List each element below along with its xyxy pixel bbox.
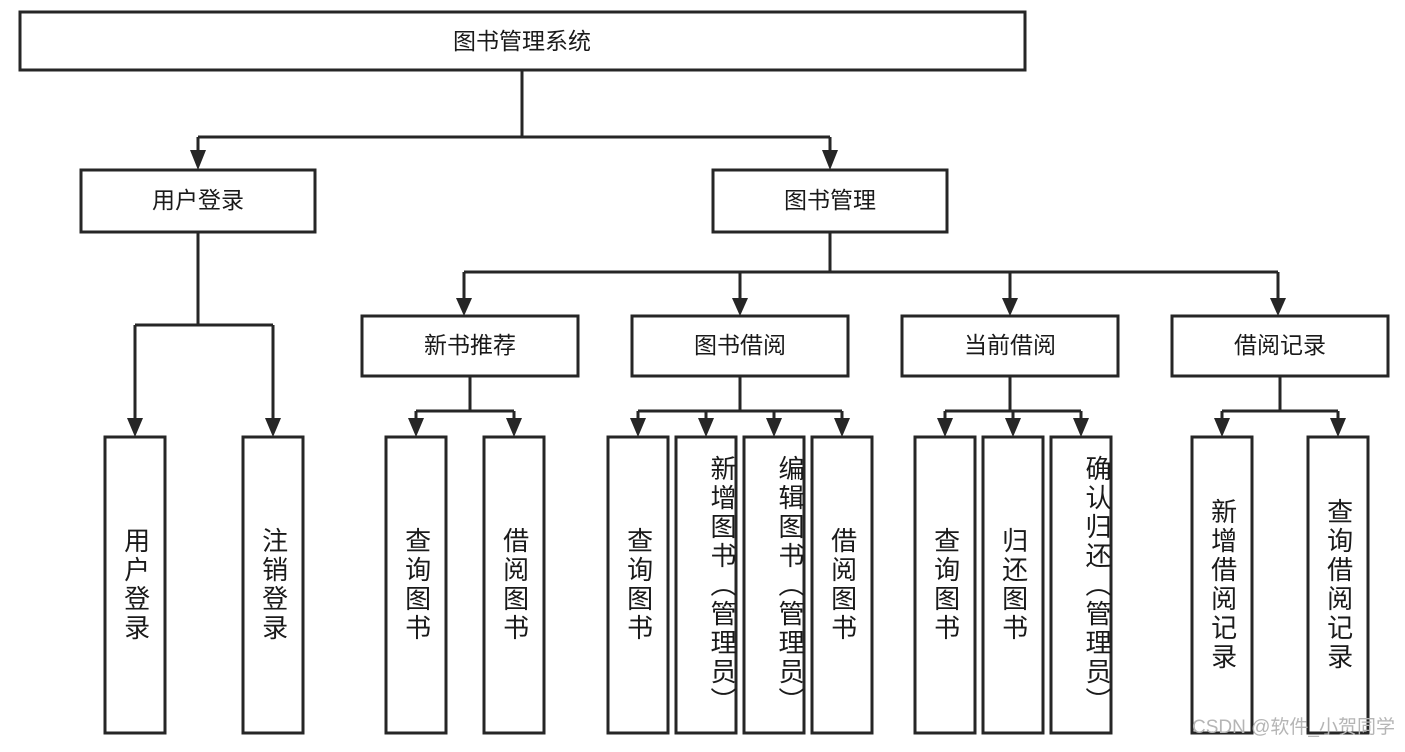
node-box-leaf-query-book-2[interactable] <box>606 435 670 735</box>
connector-group-user-login <box>127 232 281 437</box>
node-box-leaf-query-record[interactable] <box>1306 435 1370 735</box>
node-box-leaf-query-book-1[interactable] <box>384 435 448 735</box>
node-label-current-borrow: 当前借阅 <box>964 332 1056 358</box>
node-box-user-login[interactable] <box>79 168 317 234</box>
node-box-leaf-add-record[interactable] <box>1190 435 1254 735</box>
node-box-leaf-edit-book[interactable] <box>742 435 806 735</box>
arrow-head-leaf-query-book-1 <box>408 418 424 437</box>
arrow-head-leaf-logout <box>265 418 281 437</box>
arrow-head-book-borrow <box>732 298 748 316</box>
arrow-head-leaf-query-book-2 <box>630 418 646 437</box>
arrow-head-leaf-query-record <box>1330 418 1346 437</box>
node-box-leaf-borrow-book-2[interactable] <box>810 435 874 735</box>
connector-group-borrow-record <box>1214 376 1346 437</box>
node-label-new-book-recommend: 新书推荐 <box>424 332 516 358</box>
leaf-box-group <box>103 435 1370 735</box>
node-label-book-management: 图书管理 <box>784 187 876 213</box>
node-borrow-record[interactable]: 借阅记录 <box>1170 314 1390 378</box>
connector-group-root <box>190 70 838 170</box>
arrow-head-leaf-edit-book <box>766 418 782 437</box>
node-new-book-recommend[interactable]: 新书推荐 <box>360 314 580 378</box>
node-book-management[interactable]: 图书管理 <box>711 168 949 234</box>
arrow-head-leaf-add-book <box>698 418 714 437</box>
node-box-leaf-return-book[interactable] <box>981 435 1045 735</box>
node-label-book-borrow: 图书借阅 <box>694 332 786 358</box>
arrow-head-leaf-borrow-book-1 <box>506 418 522 437</box>
node-box-root[interactable] <box>18 10 1027 72</box>
node-label-root: 图书管理系统 <box>453 28 591 54</box>
connector-group-book-borrow <box>630 376 850 437</box>
arrow-head-leaf-user-login <box>127 418 143 437</box>
arrow-head-leaf-borrow-book-2 <box>834 418 850 437</box>
node-user-login[interactable]: 用户登录 <box>79 168 317 234</box>
node-box-leaf-user-login[interactable] <box>103 435 167 735</box>
node-box-leaf-confirm-return[interactable] <box>1049 435 1113 735</box>
node-box-leaf-add-book[interactable] <box>674 435 738 735</box>
arrow-head-leaf-confirm-return <box>1073 418 1089 437</box>
connector-group-new-book-recommend <box>408 376 522 437</box>
arrow-head-user-login <box>190 150 206 170</box>
arrow-head-current-borrow <box>1002 298 1018 316</box>
node-box-current-borrow[interactable] <box>900 314 1120 378</box>
arrow-head-leaf-return-book <box>1005 418 1021 437</box>
node-box-leaf-logout[interactable] <box>241 435 305 735</box>
node-box-book-management[interactable] <box>711 168 949 234</box>
arrow-head-leaf-query-book-3 <box>937 418 953 437</box>
arrow-head-leaf-add-record <box>1214 418 1230 437</box>
node-box-leaf-borrow-book-1[interactable] <box>482 435 546 735</box>
watermark-text: CSDN @软件_小贺同学 <box>1192 717 1395 738</box>
connector-group-current-borrow <box>937 376 1089 437</box>
node-box-new-book-recommend[interactable] <box>360 314 580 378</box>
node-box-leaf-query-book-3[interactable] <box>913 435 977 735</box>
node-book-management-system[interactable]: 图书管理系统 <box>18 10 1027 72</box>
node-box-borrow-record[interactable] <box>1170 314 1390 378</box>
node-label-borrow-record: 借阅记录 <box>1234 332 1326 358</box>
node-current-borrow[interactable]: 当前借阅 <box>900 314 1120 378</box>
arrow-head-borrow-record <box>1270 298 1286 316</box>
node-box-book-borrow[interactable] <box>630 314 850 378</box>
arrow-head-book-management <box>822 150 838 170</box>
node-label-user-login: 用户登录 <box>152 187 244 213</box>
node-book-borrow[interactable]: 图书借阅 <box>630 314 850 378</box>
connector-group-book-management <box>456 232 1286 316</box>
arrow-head-new-book-recommend <box>456 298 472 316</box>
